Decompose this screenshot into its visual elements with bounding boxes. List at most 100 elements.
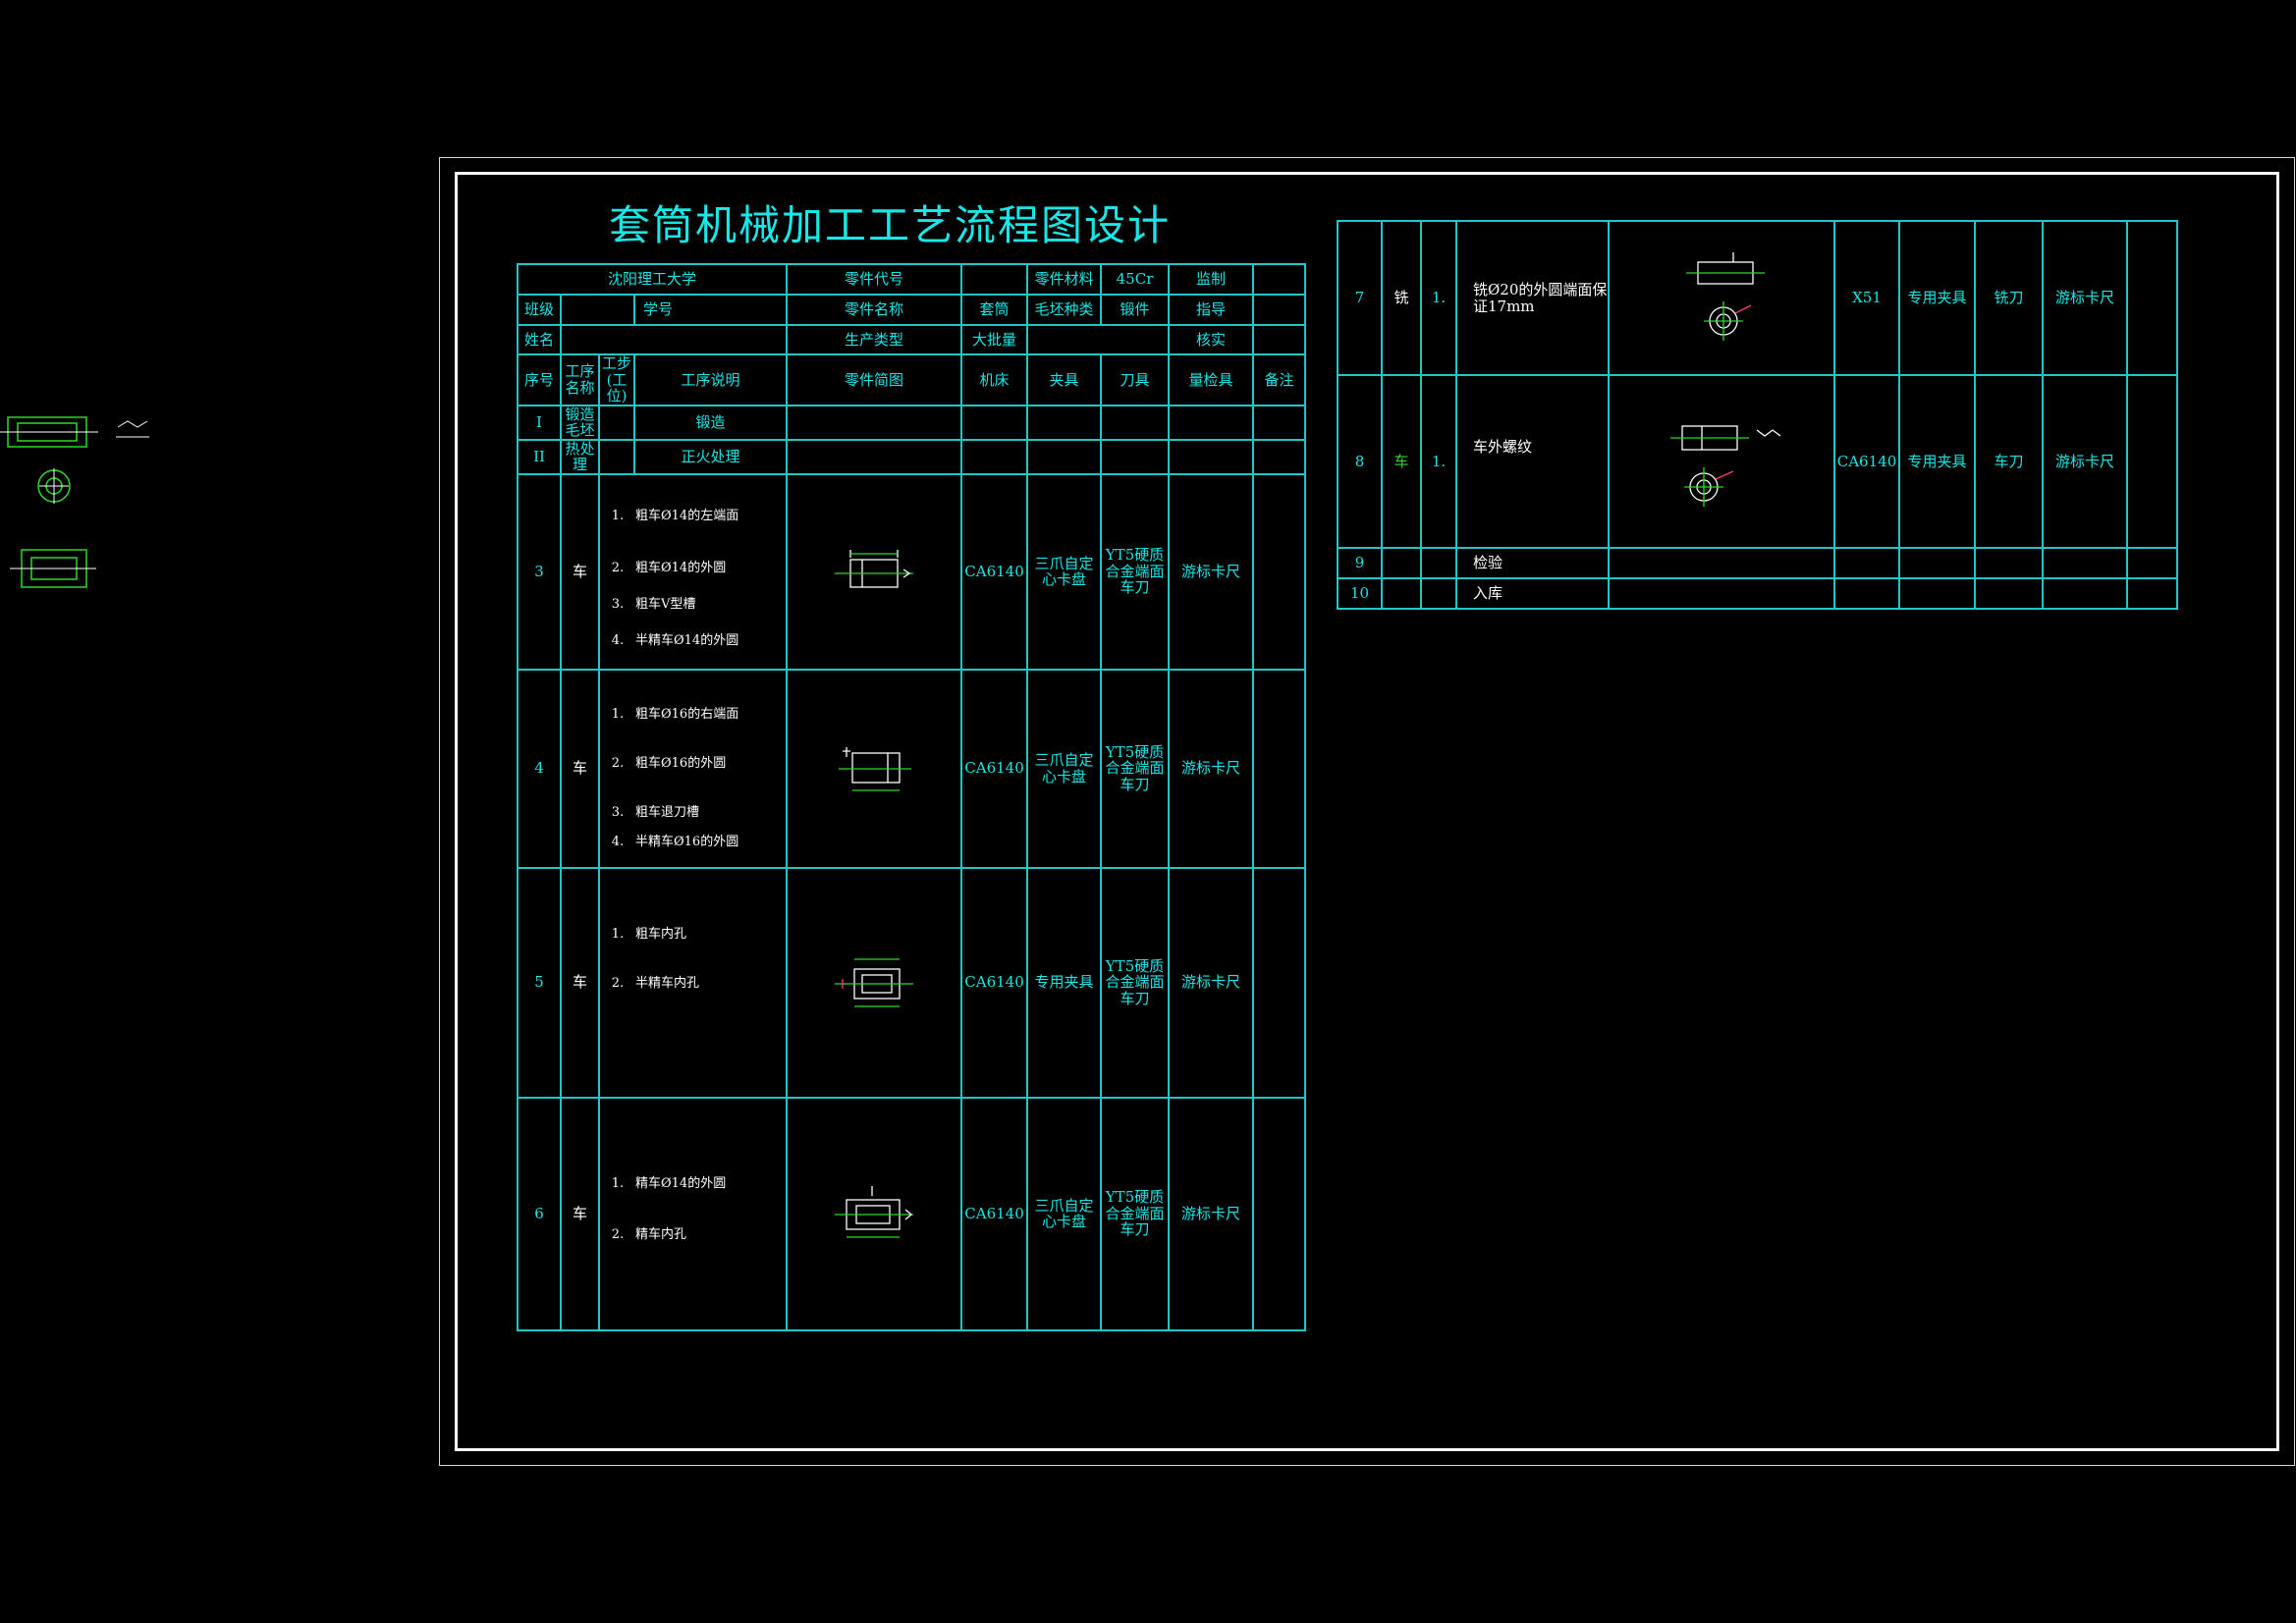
row-proc-name: 车 <box>560 472 600 671</box>
row-desc: 车外螺纹 <box>1455 374 1610 549</box>
col-sketch: 零件简图 <box>786 353 963 406</box>
row-proc-name <box>1381 577 1422 610</box>
row-fixture <box>1898 547 1976 579</box>
row-machine: CA6140 <box>960 1096 1029 1331</box>
row-remark <box>2126 547 2178 579</box>
row-remark <box>1252 668 1307 869</box>
step-number: 1. <box>611 508 625 523</box>
row-step <box>598 404 635 441</box>
material-value: 45Cr <box>1100 263 1171 296</box>
step-item: 2.精车内孔 <box>601 1226 785 1242</box>
row-tool <box>1100 438 1171 475</box>
process-table-left: 沈阳理工大学 零件代号 零件材料 45Cr 监制 班级 学号 零件名称 套筒 毛… <box>516 263 1307 1331</box>
row-tool: YT5硬质合金端面车刀 <box>1100 1096 1171 1331</box>
step-number: 1. <box>611 926 625 942</box>
row-proc-name: 热处理 <box>560 438 600 475</box>
row-tool: 铣刀 <box>1974 220 2044 376</box>
row-fixture: 专用夹具 <box>1898 220 1976 376</box>
row-remark <box>2126 220 2178 376</box>
material-label: 零件材料 <box>1026 263 1103 296</box>
step-item: 2. 粗车Ø14的外圆 <box>601 560 785 575</box>
row-sketch <box>786 866 963 1099</box>
row-steps: 1.粗车内孔 2.半精车内孔 <box>597 866 789 1099</box>
row-sketch <box>1608 374 1835 549</box>
guide-value <box>1252 294 1307 326</box>
step-text: 半精车Ø16的外圆 <box>635 834 739 849</box>
row-machine: X51 <box>1833 220 1900 376</box>
row-step <box>598 438 635 475</box>
row-machine <box>1833 547 1900 579</box>
row-remark <box>1252 1096 1307 1331</box>
part-name-value: 套筒 <box>960 294 1029 326</box>
step-text: 精车内孔 <box>635 1226 687 1242</box>
part-sketch-icon <box>835 550 914 588</box>
row-proc-name: 车 <box>560 1096 600 1331</box>
row-seq: I <box>517 404 562 441</box>
student-id-label: 学号 <box>632 294 789 326</box>
row-remark <box>1252 438 1307 475</box>
row-machine <box>1833 577 1900 610</box>
row-gauge: 游标卡尺 <box>1168 472 1255 671</box>
table-row: 4 车 1.粗车Ø16的右端面 2.粗车Ø16的外圆 3.粗车退刀槽 4.半精车… <box>517 668 1307 869</box>
col-fixture: 夹具 <box>1026 353 1103 406</box>
row-tool <box>1974 577 2044 610</box>
row-desc: 正火处理 <box>632 438 789 475</box>
table-row: 8 车 1. 车外螺纹 CA6140 专用夹具 车刀 游标卡尺 <box>1337 374 2178 549</box>
row-gauge: 游标卡尺 <box>1168 1096 1255 1331</box>
table-row: 7 铣 1. 铣Ø20的外圆端面保证17mm X51 专用夹具 铣刀 游标卡尺 <box>1337 220 2178 376</box>
row-gauge <box>2042 547 2128 579</box>
step-number: 3. <box>611 596 625 612</box>
row-step: 1. <box>1420 374 1457 549</box>
step-text: 粗车Ø16的右端面 <box>635 706 739 722</box>
table-row: 6 车 1.精车Ø14的外圆 2.精车内孔 CA6140 三爪自定心卡盘 YT5… <box>517 1096 1307 1331</box>
step-number: 4. <box>611 834 625 849</box>
row-proc-name <box>1381 547 1422 579</box>
step-number: 2. <box>611 560 625 575</box>
step-item: 4. 半精车Ø16的外圆 <box>601 834 785 849</box>
row-sketch <box>1608 577 1835 610</box>
table-row: 10 入库 <box>1337 577 2178 610</box>
part-sketch-icon <box>839 746 912 791</box>
row-gauge <box>2042 577 2128 610</box>
row-remark <box>2126 577 2178 610</box>
row-desc: 入库 <box>1455 577 1610 610</box>
step-text: 半精车内孔 <box>635 975 700 991</box>
row-proc-name: 铣 <box>1381 220 1422 376</box>
production-blank <box>1026 324 1171 355</box>
table-row: 3 车 1.粗车Ø14的左端面 2.粗车Ø14的外圆 3.粗车V型槽 4.半精车… <box>517 472 1307 671</box>
row-seq: 3 <box>517 472 562 671</box>
row-sketch <box>786 668 963 869</box>
row-remark <box>1252 404 1307 441</box>
step-text: 粗车Ø16的外圆 <box>635 755 727 771</box>
row-seq: II <box>517 438 562 475</box>
guide-label: 指导 <box>1168 294 1255 326</box>
col-gauge: 量检具 <box>1168 353 1255 406</box>
left-part-sketches <box>0 416 149 588</box>
row-sketch <box>1608 547 1835 579</box>
row-steps: 1.粗车Ø14的左端面 2.粗车Ø14的外圆 3.粗车V型槽 4.半精车Ø14的… <box>597 472 789 671</box>
name-value <box>559 324 789 355</box>
row-fixture: 三爪自定心卡盘 <box>1026 472 1103 671</box>
row-machine: CA6140 <box>960 866 1029 1099</box>
step-item: 2.粗车Ø16的外圆 <box>601 755 785 771</box>
part-sketch-icon <box>835 1186 914 1238</box>
step-item: 1.精车Ø14的外圆 <box>601 1175 785 1191</box>
row-step <box>1420 547 1457 579</box>
step-number: 1. <box>611 1175 625 1191</box>
step-item: 3.粗车退刀槽 <box>601 805 785 820</box>
col-step: 工步(工位) <box>598 353 635 406</box>
table-row: 9 检验 <box>1337 547 2178 579</box>
row-proc-name: 车 <box>560 866 600 1099</box>
process-table-right: 7 铣 1. 铣Ø20的外圆端面保证17mm X51 专用夹具 铣刀 游标卡尺 … <box>1337 220 2178 610</box>
row-step: 1. <box>1420 220 1457 376</box>
row-machine: CA6140 <box>1833 374 1900 549</box>
row-steps: 1.粗车Ø16的右端面 2.粗车Ø16的外圆 3.粗车退刀槽 4.半精车Ø16的… <box>597 668 789 869</box>
row-seq: 10 <box>1337 577 1383 610</box>
row-step <box>1420 577 1457 610</box>
row-tool: YT5硬质合金端面车刀 <box>1100 866 1171 1099</box>
row-steps: 1.精车Ø14的外圆 2.精车内孔 <box>597 1096 789 1331</box>
step-text: 粗车Ø14的外圆 <box>635 560 727 575</box>
row-fixture <box>1026 404 1103 441</box>
step-text: 粗车内孔 <box>635 926 687 942</box>
header-row-1: 沈阳理工大学 零件代号 零件材料 45Cr 监制 <box>516 263 1307 296</box>
